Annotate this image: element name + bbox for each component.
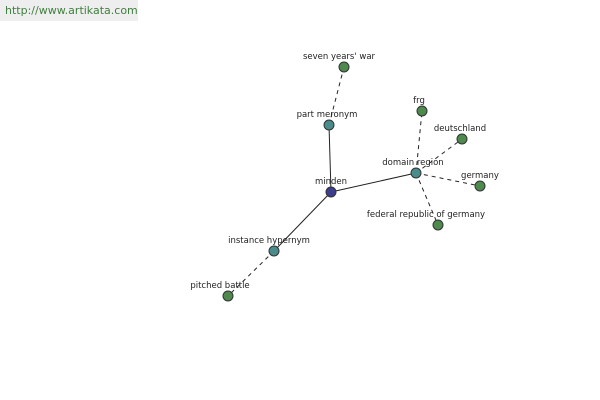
edge-domain-region-frg bbox=[415, 110, 423, 174]
node-instance-hypernym[interactable] bbox=[268, 245, 280, 257]
label-germany: germany bbox=[461, 171, 499, 181]
node-frg[interactable] bbox=[416, 105, 428, 117]
edge-domain-region-germany bbox=[415, 172, 481, 187]
label-pitched-battle: pitched battle bbox=[190, 281, 249, 291]
edge-domain-region-federal-republic bbox=[415, 172, 439, 226]
edge-minden-domain-region bbox=[330, 172, 417, 193]
node-seven-years-war[interactable] bbox=[338, 61, 350, 73]
site-url-link[interactable]: http://www.artikata.com bbox=[0, 0, 138, 21]
edge-minden-instance-hypernym bbox=[273, 191, 332, 252]
label-minden: minden bbox=[315, 177, 347, 187]
node-germany[interactable] bbox=[474, 180, 486, 192]
label-part-meronym: part meronym bbox=[297, 110, 358, 120]
label-domain-region: domain region bbox=[382, 158, 443, 168]
label-instance-hypernym: instance hypernym bbox=[228, 236, 310, 246]
label-federal-republic-of-germany: federal republic of germany bbox=[367, 210, 485, 220]
node-pitched-battle[interactable] bbox=[222, 290, 234, 302]
node-minden[interactable] bbox=[325, 186, 337, 198]
edge-domain-region-deutschland bbox=[415, 138, 463, 174]
edge-minden-part-meronym bbox=[328, 124, 332, 193]
node-part-meronym[interactable] bbox=[323, 119, 335, 131]
label-seven-years-war: seven years' war bbox=[303, 52, 376, 62]
node-deutschland[interactable] bbox=[456, 133, 468, 145]
edge-instance-hypernym-pitched-battle bbox=[227, 250, 275, 297]
node-federal-republic-of-germany[interactable] bbox=[432, 219, 444, 231]
label-deutschland: deutschland bbox=[434, 124, 486, 134]
edge-part-meronym-seven-years-war bbox=[328, 66, 345, 126]
label-frg: frg bbox=[413, 96, 425, 106]
node-domain-region[interactable] bbox=[410, 167, 422, 179]
